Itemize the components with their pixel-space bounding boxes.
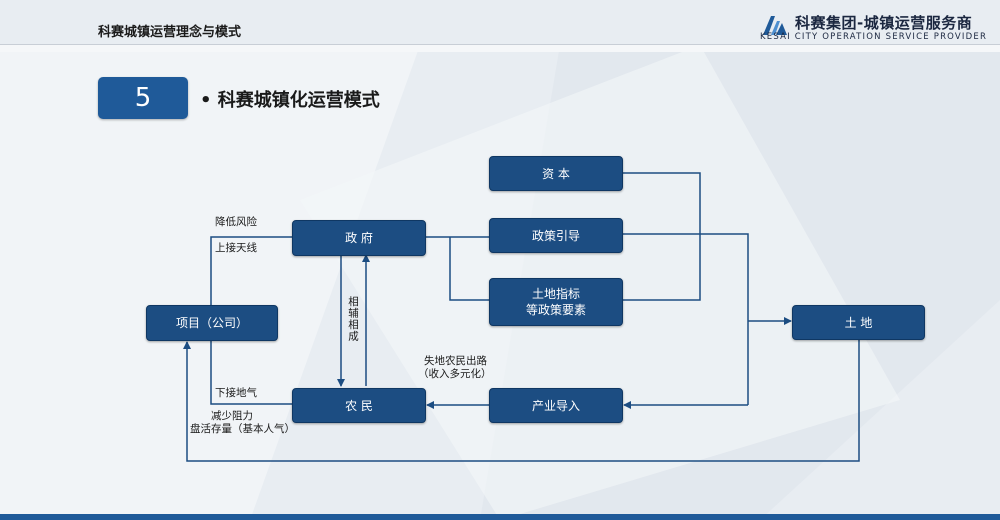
footer-bar — [0, 514, 1000, 520]
section-number-badge: 5 — [98, 77, 188, 119]
node-project-company: 项目（公司） — [146, 305, 278, 341]
header-title: 科赛城镇运营理念与模式 — [98, 25, 242, 40]
label-farmer-outlet-1: 失地农民出路 — [424, 355, 487, 367]
node-farmers: 农 民 — [292, 388, 426, 423]
label-reduce-risk: 降低风险 — [215, 216, 257, 228]
label-reduce-resistance: 减少阻力 — [211, 410, 253, 422]
node-industry-import: 产业导入 — [489, 388, 623, 423]
connector-capital-bracket — [622, 172, 701, 301]
kesai-logo-icon — [763, 16, 787, 35]
label-bottom-connect: 下接地气 — [215, 387, 257, 399]
logo-english-name: KESAI CITY OPERATION SERVICE PROVIDER — [760, 32, 988, 42]
node-land-index-line2: 等政策要素 — [525, 303, 586, 317]
node-policy-guidance: 政策引导 — [489, 218, 623, 253]
header-divider — [0, 44, 1000, 45]
label-complement: 相辅相成 — [347, 296, 359, 342]
section-title: • 科赛城镇化运营模式 — [200, 90, 380, 111]
logo-chinese-name: 科赛集团-城镇运营服务商 — [795, 14, 973, 32]
header-bar: 科赛城镇运营理念与模式 科赛集团-城镇运营服务商 KESAI CITY OPER… — [0, 0, 1000, 45]
label-farmer-outlet-2: （收入多元化） — [418, 368, 492, 380]
connector-government-land-index — [449, 237, 489, 301]
node-capital: 资 本 — [489, 156, 623, 191]
arrow-land-to-project — [183, 340, 860, 462]
connector-project-government — [210, 236, 292, 305]
node-land-index: 土地指标 等政策要素 — [489, 278, 623, 326]
node-land: 土 地 — [792, 305, 925, 340]
node-land-index-line1: 土地指标 — [531, 287, 580, 301]
connector-policy-land — [622, 233, 749, 405]
label-revitalize-stock: 盘活存量（基本人气） — [190, 423, 295, 435]
node-government: 政 府 — [292, 220, 426, 256]
label-top-connect: 上接天线 — [215, 242, 257, 254]
connector-project-farmers — [210, 340, 292, 405]
